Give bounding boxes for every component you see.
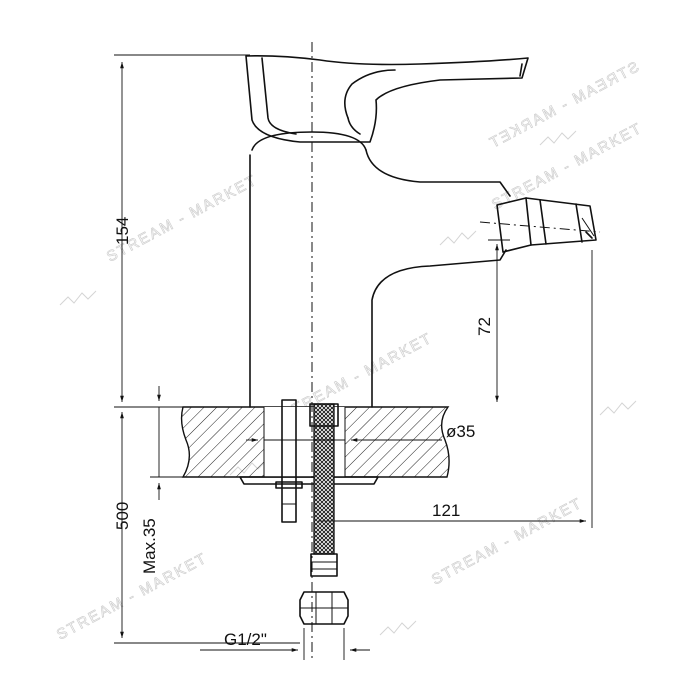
dim-label-500: 500 — [113, 502, 132, 530]
dimension-spout-reach: 121 — [318, 250, 593, 528]
dimension-deck-thickness: Max.35 — [140, 386, 183, 574]
dimension-thread-size: G1/2" — [200, 628, 370, 660]
dim-label-154: 154 — [113, 217, 132, 245]
dim-label-thread: G1/2" — [224, 630, 267, 649]
hose-connector-nut — [299, 591, 349, 625]
spout-axis — [479, 221, 601, 233]
dimension-hose-length: 500 — [113, 412, 300, 644]
dim-label-max35: Max.35 — [140, 518, 159, 574]
spray-nozzle — [496, 197, 597, 253]
dim-label-72: 72 — [475, 317, 494, 336]
lever-handle — [245, 55, 529, 143]
dim-label-121: 121 — [432, 501, 460, 520]
flexible-hose — [309, 403, 339, 577]
watermark-text: STREAM - MARKET — [54, 549, 211, 643]
dimension-hole-diameter: ø35 — [246, 422, 475, 442]
faucet-body — [249, 131, 597, 408]
dimension-faucet-height: 154 — [113, 54, 250, 408]
mounting-stud — [275, 399, 303, 523]
dim-label-dia35: ø35 — [446, 422, 475, 441]
dimension-spout-height: 72 — [475, 239, 510, 402]
